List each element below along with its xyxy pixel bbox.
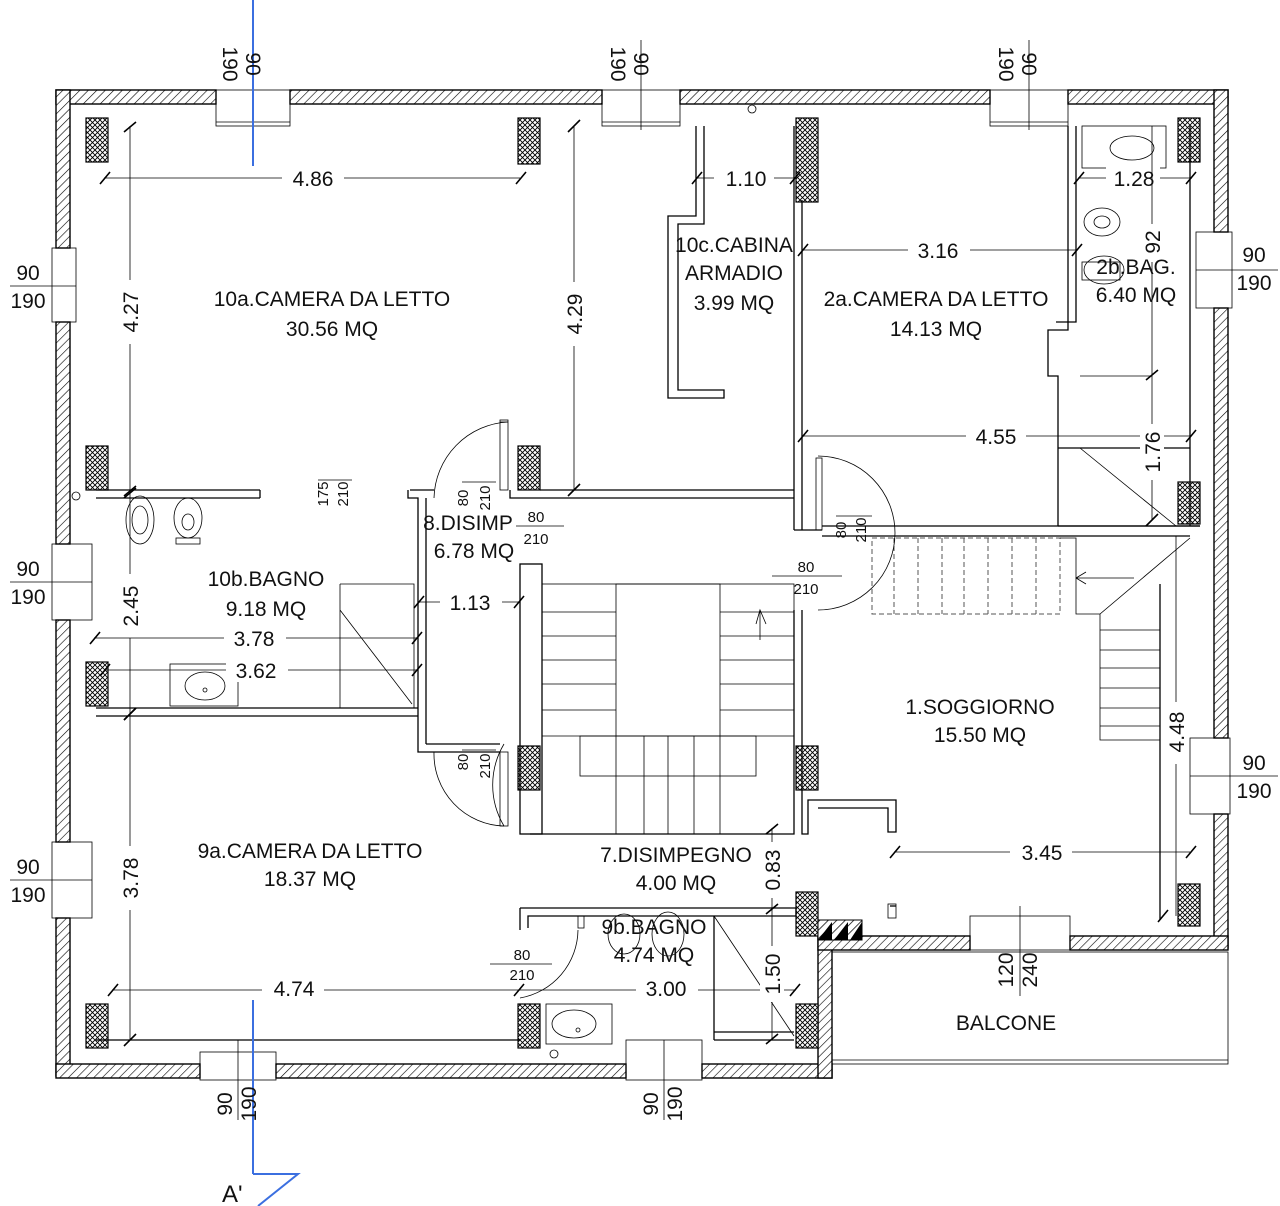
win-top3-h: 190 xyxy=(994,46,1017,81)
room-10c-name2: ARMADIO xyxy=(685,262,783,285)
room-9a-name: 9a.CAMERA DA LETTO xyxy=(198,840,423,863)
window-labels: 90 190 90 190 90 190 90 190 90 190 90 19… xyxy=(10,46,1271,1121)
room-9a-area: 18.37 MQ xyxy=(264,868,356,891)
dim-4-29: 4.29 xyxy=(564,294,587,335)
room-10b-name: 10b.BAGNO xyxy=(208,568,325,591)
dim-3-16: 3.16 xyxy=(918,240,959,263)
upper-staircase xyxy=(817,537,1191,941)
door-10b-w: 175 xyxy=(315,481,332,506)
dim-4-74: 4.74 xyxy=(274,978,315,1001)
door-9a-h: 210 xyxy=(477,753,494,778)
win-top3-w: 90 xyxy=(1017,52,1040,75)
section-line-a xyxy=(252,0,301,1206)
room-7-name: 7.DISIMPEGNO xyxy=(600,844,752,867)
room-10c-name: 10c.CABINA xyxy=(675,234,793,257)
central-staircase xyxy=(541,583,795,835)
door-8-h: 210 xyxy=(523,531,548,548)
dim-1-76: 1.76 xyxy=(1142,432,1165,473)
dim-3-00: 3.00 xyxy=(646,978,687,1001)
win-bot1-w: 90 xyxy=(214,1092,237,1115)
win-left1-w: 90 xyxy=(16,262,39,285)
room-7-area: 4.00 MQ xyxy=(636,872,717,895)
dim-1-13: 1.13 xyxy=(450,592,491,615)
door-10a-w: 80 xyxy=(455,490,472,507)
dim-3-78-v: 3.78 xyxy=(120,858,143,899)
win-top2-w: 90 xyxy=(629,52,652,75)
section-mark-label: A' xyxy=(222,1181,243,1206)
dim-92: 92 xyxy=(1142,230,1165,253)
room-9b-area: 4.74 MQ xyxy=(614,944,695,967)
dim-3-45: 3.45 xyxy=(1022,842,1063,865)
room-2a-area: 14.13 MQ xyxy=(890,318,982,341)
win-left3-w: 90 xyxy=(16,856,39,879)
win-right1-w: 90 xyxy=(1242,244,1265,267)
win-bot2-w: 90 xyxy=(640,1092,663,1115)
room-10a-name: 10a.CAMERA DA LETTO xyxy=(214,288,451,311)
room-8-name: 8.DISIMP xyxy=(423,512,513,535)
door-1-w: 80 xyxy=(798,559,815,576)
door-balcony-w: 120 xyxy=(995,952,1018,987)
dim-1-10: 1.10 xyxy=(726,168,767,191)
win-top2-h: 190 xyxy=(606,46,629,81)
win-bot2-h: 190 xyxy=(664,1086,687,1121)
dim-0-83: 0.83 xyxy=(762,850,785,891)
door-2a-h: 210 xyxy=(853,517,870,542)
dimension-labels: 4.86 1.10 1.28 3.16 4.55 1.13 3.78 3.62 … xyxy=(120,168,1189,1001)
win-left2-h: 190 xyxy=(10,586,45,609)
dim-1-50: 1.50 xyxy=(762,954,785,995)
dim-1-28: 1.28 xyxy=(1114,168,1155,191)
win-bot1-h: 190 xyxy=(238,1086,261,1121)
room-8-area: 6.78 MQ xyxy=(434,540,515,563)
sanitary-fixtures xyxy=(71,104,1167,1059)
win-right2-h: 190 xyxy=(1236,780,1271,803)
door-labels: 175 210 80 210 80 210 80 210 80 210 80 2… xyxy=(315,481,870,984)
door-2a-w: 80 xyxy=(833,522,850,539)
dim-3-78-h: 3.78 xyxy=(234,628,275,651)
dim-4-55: 4.55 xyxy=(976,426,1017,449)
dim-4-27: 4.27 xyxy=(120,292,143,333)
dim-3-62: 3.62 xyxy=(236,660,277,683)
win-left2-w: 90 xyxy=(16,558,39,581)
win-top1-w: 90 xyxy=(241,52,264,75)
win-left1-h: 190 xyxy=(10,290,45,313)
door-10a-h: 210 xyxy=(477,485,494,510)
win-left3-h: 190 xyxy=(10,884,45,907)
dim-2-45: 2.45 xyxy=(120,586,143,627)
dimension-lines xyxy=(10,40,1278,1120)
door-9b-w: 80 xyxy=(514,947,531,964)
room-1-name: 1.SOGGIORNO xyxy=(905,696,1054,719)
win-top1-h: 190 xyxy=(218,46,241,81)
room-labels: 10a.CAMERA DA LETTO 30.56 MQ 10c.CABINA … xyxy=(198,234,1177,1035)
win-right1-h: 190 xyxy=(1236,272,1271,295)
door-9b-h: 210 xyxy=(509,967,534,984)
door-10b-h: 210 xyxy=(335,481,352,506)
door-9a-w: 80 xyxy=(455,754,472,771)
structural-pillars xyxy=(85,117,1201,1049)
dim-4-48: 4.48 xyxy=(1166,712,1189,753)
room-10b-area: 9.18 MQ xyxy=(226,598,307,621)
room-10a-area: 30.56 MQ xyxy=(286,318,378,341)
room-2b-name: 2b.BAG. xyxy=(1096,256,1175,279)
room-2b-area: 6.40 MQ xyxy=(1096,284,1177,307)
door-balcony-h: 240 xyxy=(1019,952,1042,987)
room-10c-area: 3.99 MQ xyxy=(694,292,775,315)
doors xyxy=(339,419,1177,1037)
room-1-area: 15.50 MQ xyxy=(934,724,1026,747)
door-1-h: 210 xyxy=(793,581,818,598)
balcony-label: BALCONE xyxy=(956,1012,1056,1035)
room-9b-name: 9b.BAGNO xyxy=(601,916,706,939)
dim-4-86: 4.86 xyxy=(293,168,334,191)
door-8-w: 80 xyxy=(528,509,545,526)
win-right2-w: 90 xyxy=(1242,752,1265,775)
room-2a-name: 2a.CAMERA DA LETTO xyxy=(824,288,1049,311)
